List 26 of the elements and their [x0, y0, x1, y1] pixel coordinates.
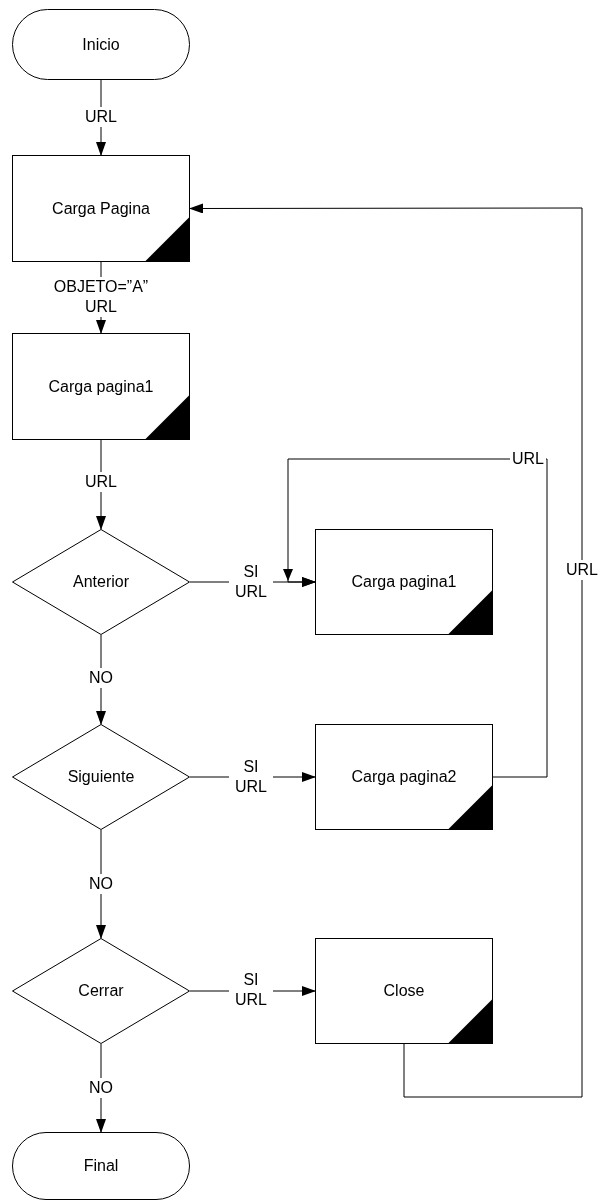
edge-label: NO	[87, 668, 115, 688]
arrow	[283, 458, 548, 778]
edge-label: URL	[83, 472, 119, 492]
node-label: Inicio	[82, 34, 120, 55]
node-label: Final	[83, 1156, 119, 1176]
process-box	[12, 155, 190, 262]
node-label: Close	[383, 981, 425, 1001]
decision-diamond	[12, 724, 190, 830]
node-label: Siguiente	[67, 767, 135, 787]
node-label: Carga pagina1	[48, 376, 154, 397]
process-box	[315, 938, 493, 1044]
edge-label: NO	[87, 1078, 115, 1098]
process-box	[315, 529, 493, 635]
node-label: Anterior	[73, 572, 129, 592]
edge-label: URL	[564, 560, 600, 580]
decision-diamond	[12, 938, 190, 1044]
node-label: Carga pagina2	[351, 767, 457, 787]
node-label: Carga pagina1	[351, 572, 457, 592]
process-box	[12, 333, 190, 440]
node-label: Carga Pagina	[52, 198, 150, 219]
node-label: Cerrar	[78, 981, 124, 1001]
arrow	[189, 203, 583, 1098]
decision-diamond	[12, 529, 190, 635]
process-box	[315, 724, 493, 830]
edge-label: URL	[83, 107, 119, 127]
edge-label: NO	[87, 874, 115, 894]
